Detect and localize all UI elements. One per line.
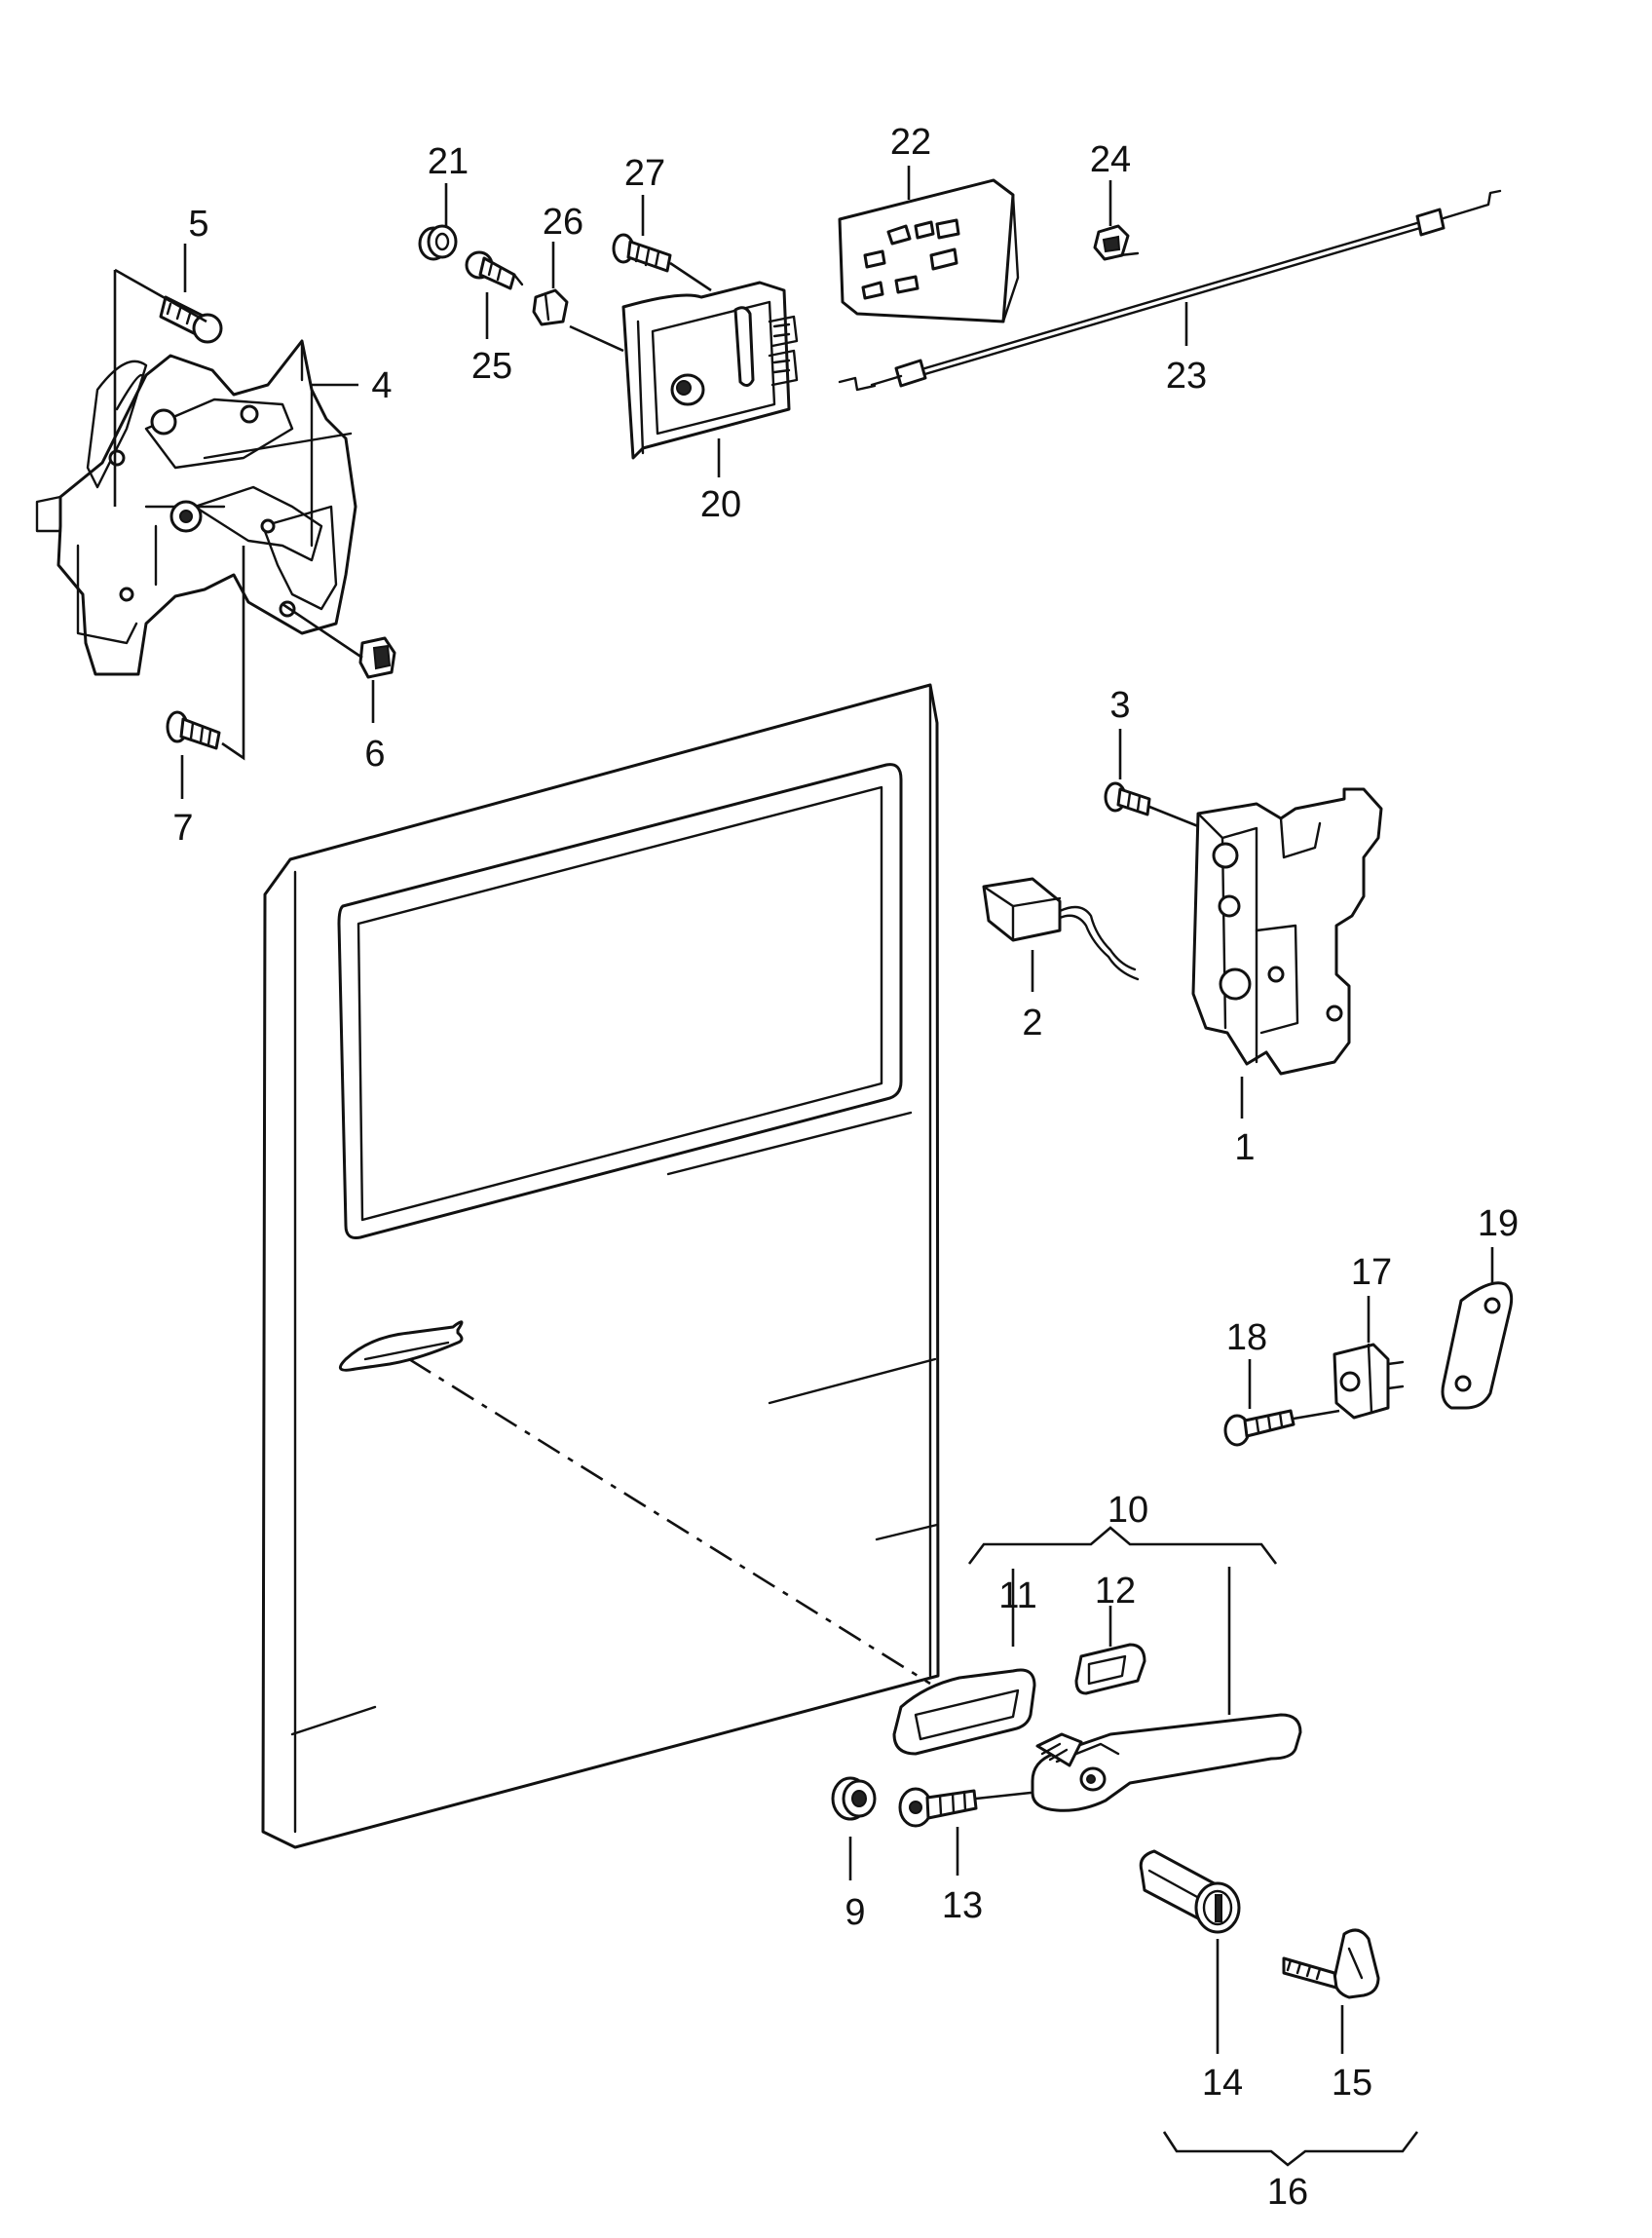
lock-cylinder-14	[1139, 1849, 1241, 1934]
callout-26: 26	[543, 202, 583, 243]
handle-position-line	[408, 1357, 931, 1686]
rear-lock-mechanism	[35, 339, 357, 676]
callout-25: 25	[471, 346, 512, 387]
callout-24: 24	[1090, 139, 1131, 180]
screw-27	[612, 233, 672, 273]
callout-6: 6	[364, 734, 385, 775]
screw-25	[465, 250, 524, 290]
door-handle-recess	[338, 1320, 464, 1372]
cable-23	[838, 189, 1502, 392]
handle-housing-11	[892, 1668, 1036, 1756]
bolt-18	[1223, 1409, 1295, 1447]
bracket-16	[1162, 2131, 1419, 2167]
callout-21: 21	[428, 141, 469, 182]
callout-4: 4	[371, 365, 392, 406]
callout-11: 11	[998, 1575, 1036, 1616]
bracket-10	[967, 1526, 1278, 1565]
bush-21	[418, 224, 458, 261]
callout-5: 5	[188, 204, 208, 245]
callout-3: 3	[1109, 685, 1130, 726]
clip-6	[358, 636, 396, 679]
leader-3-ext	[1148, 805, 1199, 828]
striker-17	[1333, 1343, 1405, 1420]
callout-17: 17	[1351, 1252, 1392, 1293]
callout-19: 19	[1478, 1203, 1519, 1244]
door-lines	[290, 1111, 939, 1736]
screw-5	[159, 295, 223, 344]
callout-9: 9	[845, 1892, 865, 1933]
bolt-13	[898, 1787, 1032, 1828]
callout-20: 20	[700, 484, 741, 525]
callout-2: 2	[1022, 1003, 1042, 1043]
leader-6-ext	[282, 602, 363, 660]
callout-12: 12	[1095, 1571, 1136, 1612]
plate-19	[1441, 1281, 1514, 1410]
clip-24	[1093, 224, 1140, 261]
door-window	[337, 763, 903, 1239]
callout-14: 14	[1202, 2063, 1243, 2104]
callout-16: 16	[1267, 2172, 1308, 2213]
leader-7-ext	[221, 546, 245, 761]
callout-22: 22	[890, 122, 931, 163]
callout-1: 1	[1234, 1127, 1255, 1168]
callout-15: 15	[1332, 2063, 1372, 2104]
interior-handle-20	[621, 281, 799, 460]
leader-20-b	[669, 261, 712, 292]
switch-2	[982, 877, 1140, 981]
grommet-9	[831, 1776, 877, 1821]
leader-18-ext	[1293, 1409, 1340, 1421]
leader-5-ext	[113, 268, 207, 507]
callout-13: 13	[942, 1885, 983, 1926]
callout-7: 7	[172, 808, 193, 849]
callout-18: 18	[1226, 1317, 1267, 1358]
clip-26	[532, 288, 569, 326]
key-15	[1282, 1928, 1380, 1999]
callout-23: 23	[1166, 356, 1207, 397]
bolt-7	[166, 710, 221, 750]
callout-27: 27	[624, 153, 665, 194]
door-lock-1	[1191, 787, 1383, 1076]
leader-20-a	[569, 324, 624, 353]
bolt-3	[1104, 781, 1151, 816]
callout-10: 10	[1108, 1490, 1148, 1531]
exterior-handle	[1031, 1713, 1302, 1812]
cover-12	[1074, 1643, 1146, 1695]
bracket-22	[838, 178, 1020, 323]
